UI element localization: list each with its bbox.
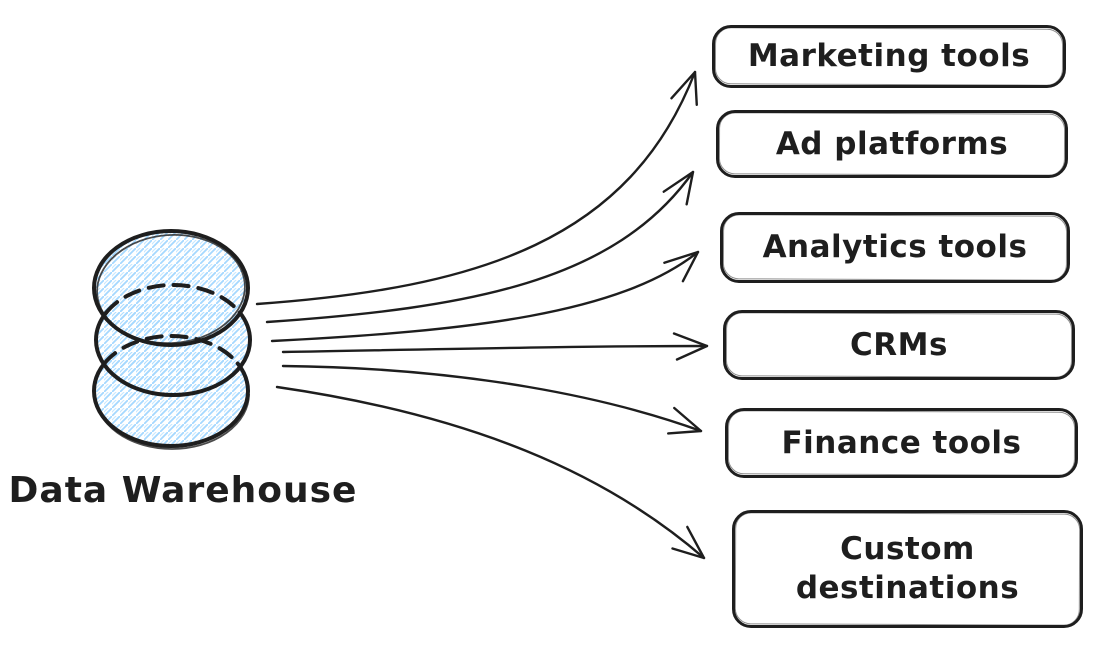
database-disk-hidden-edge: [102, 334, 240, 366]
destination-label: Ad platforms: [775, 125, 1009, 162]
destination-label: CRMs: [850, 326, 948, 363]
destination-box-marketing-tools: Marketing tools: [712, 25, 1066, 88]
destination-box-custom-destinations: Custom destinations: [732, 510, 1083, 628]
destination-label: Finance tools: [781, 424, 1022, 461]
destination-box-finance-tools: Finance tools: [725, 408, 1078, 478]
flow-arrows: [255, 70, 709, 560]
arrow-to-custom-destinations: [275, 385, 706, 560]
database-disk-outline-sketch: [96, 233, 246, 345]
database-disk-fill: [94, 336, 248, 446]
source-label: Data Warehouse: [8, 470, 358, 511]
database-disk-outline: [92, 229, 250, 347]
destination-label: Marketing tools: [747, 38, 1031, 75]
destination-label: Analytics tools: [762, 229, 1028, 266]
arrow-to-analytics-tools: [270, 250, 700, 343]
database-disk-outline-sketch: [94, 393, 250, 450]
destination-label: Custom destinations: [795, 531, 1020, 606]
arrow-to-finance-tools: [281, 364, 703, 435]
database-icon: [91, 229, 253, 450]
destination-box-ad-platforms: Ad platforms: [716, 110, 1068, 178]
arrow-to-ad-platforms: [265, 170, 695, 324]
destination-box-analytics-tools: Analytics tools: [720, 212, 1070, 283]
destination-box-crms: CRMs: [723, 310, 1075, 380]
arrow-to-marketing-tools: [255, 70, 698, 306]
database-disk-hidden-edge: [104, 283, 242, 315]
arrow-to-crms: [281, 332, 709, 361]
